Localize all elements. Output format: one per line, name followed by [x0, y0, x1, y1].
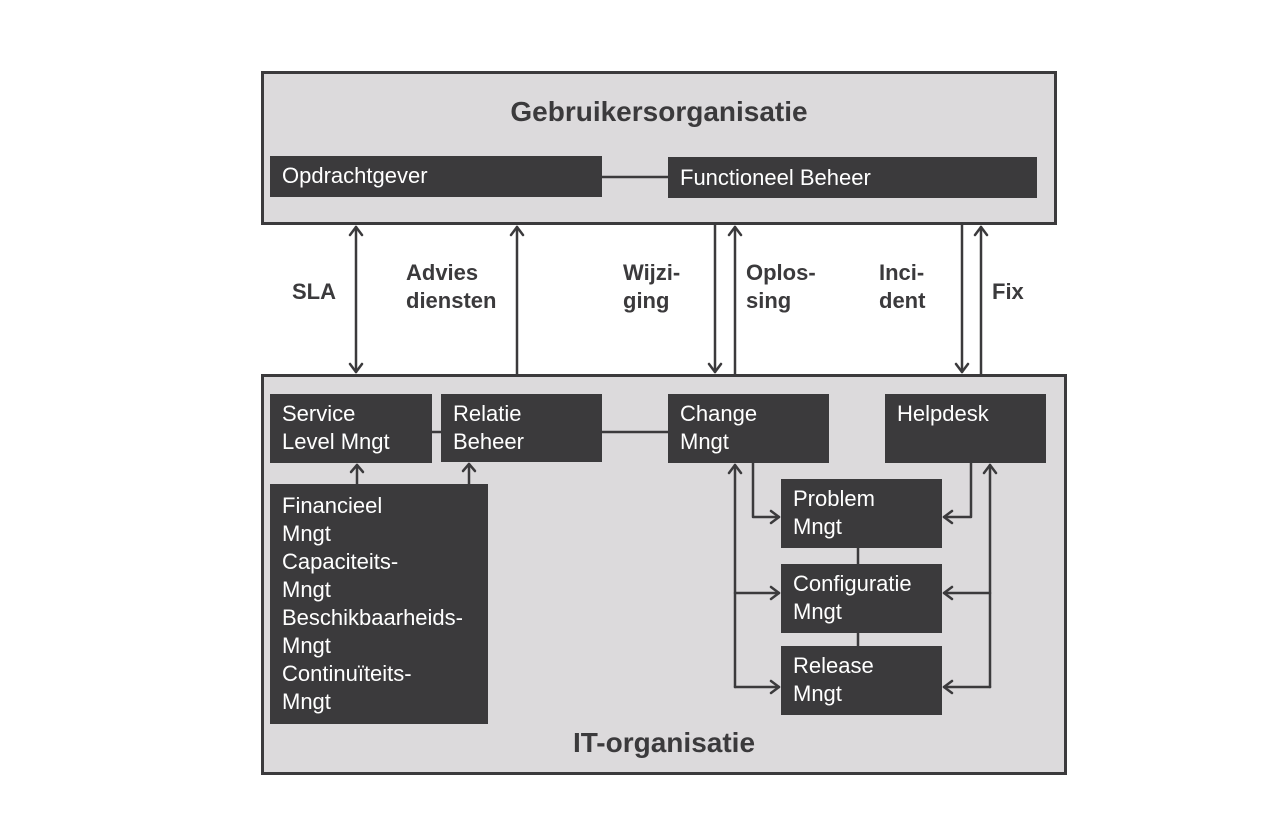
- incident-line-2: dent: [879, 288, 926, 313]
- flow-label-advies: Advies diensten: [406, 259, 496, 315]
- helpdesk-problem-arrowhead: [942, 509, 954, 525]
- problem-mngt-box: Problem Mngt: [781, 479, 942, 548]
- configuratie-mngt-line-1: Configuratie: [793, 571, 912, 596]
- flow-label-fix: Fix: [992, 278, 1024, 306]
- problem-mngt-line-1: Problem: [793, 486, 875, 511]
- change-release-arrowhead: [769, 679, 781, 695]
- support-line-6: Mngt: [282, 633, 331, 658]
- change-config-arrowhead: [769, 585, 781, 601]
- opdrachtgever-label: Opdrachtgever: [282, 163, 428, 188]
- support-line-2: Mngt: [282, 521, 331, 546]
- release-mngt-line-1: Release: [793, 653, 874, 678]
- support-processes-box: Financieel Mngt Capaciteits- Mngt Beschi…: [270, 484, 488, 724]
- change-problem-arrowhead: [769, 509, 781, 525]
- sla-arrowhead-top: [348, 225, 364, 237]
- wijziging-arrowhead: [707, 362, 723, 374]
- advies-line-2: diensten: [406, 288, 497, 313]
- service-level-line-2: Level Mngt: [282, 429, 390, 454]
- service-level-line-1: Service: [282, 401, 356, 426]
- flow-label-wijziging: Wijzi- ging: [623, 259, 680, 315]
- functioneel-beheer-box: Functioneel Beheer: [668, 157, 1037, 198]
- incident-line-1: Inci-: [879, 260, 925, 285]
- change-problem-arrow: [751, 461, 781, 519]
- support-relatie-arrowhead: [461, 462, 477, 473]
- relatie-beheer-line-2: Beheer: [453, 429, 524, 454]
- sla-text: SLA: [292, 279, 336, 304]
- change-mngt-line-2: Mngt: [680, 429, 729, 454]
- support-line-3: Capaciteits-: [282, 549, 399, 574]
- configuratie-mngt-line-2: Mngt: [793, 599, 842, 624]
- problem-mngt-line-2: Mngt: [793, 514, 842, 539]
- advies-arrowhead: [509, 225, 525, 237]
- support-service-arrowhead: [349, 463, 365, 474]
- flow-label-incident: Inci- dent: [879, 259, 925, 315]
- change-mngt-line-1: Change: [680, 401, 758, 426]
- support-line-1: Financieel: [282, 493, 383, 518]
- helpdesk-trunk-arrowhead: [982, 463, 998, 475]
- helpdesk-release-arrowhead: [942, 679, 954, 695]
- incident-arrowhead: [954, 362, 970, 374]
- helpdesk-problem-arrow: [942, 461, 973, 519]
- relatie-beheer-line-1: Relatie: [453, 401, 522, 426]
- oplossing-line-1: Oplos-: [746, 260, 816, 285]
- support-line-8: Mngt: [282, 689, 331, 714]
- oplossing-line-2: sing: [746, 288, 792, 313]
- flow-label-oplossing: Oplos- sing: [746, 259, 816, 315]
- oplossing-arrowhead: [727, 225, 743, 237]
- wijziging-line-1: Wijzi-: [623, 260, 681, 285]
- user-organisation-title: Gebruikersorganisatie: [510, 96, 808, 127]
- change-trunk-arrowhead: [727, 463, 743, 475]
- helpdesk-config-arrowhead: [942, 585, 954, 601]
- advies-line-1: Advies: [406, 260, 479, 285]
- helpdesk-label: Helpdesk: [897, 401, 989, 426]
- user-organisation-panel: Gebruikersorganisatie: [261, 71, 1057, 225]
- support-line-7: Continuïteits-: [282, 661, 412, 686]
- service-level-mngt-box: Service Level Mngt: [270, 394, 432, 463]
- fix-arrowhead: [973, 225, 989, 237]
- relatie-beheer-box: Relatie Beheer: [441, 394, 602, 462]
- wijziging-line-2: ging: [623, 288, 670, 313]
- release-mngt-box: Release Mngt: [781, 646, 942, 715]
- it-organisation-title: IT-organisatie: [572, 727, 756, 758]
- fix-text: Fix: [992, 279, 1024, 304]
- functioneel-beheer-label: Functioneel Beheer: [680, 165, 871, 190]
- support-line-4: Mngt: [282, 577, 331, 602]
- opdrachtgever-box: Opdrachtgever: [270, 156, 602, 197]
- sla-arrowhead-bottom: [348, 362, 364, 374]
- support-line-5: Beschikbaarheids-: [282, 605, 463, 630]
- flow-label-sla: SLA: [292, 278, 336, 306]
- release-mngt-line-2: Mngt: [793, 681, 842, 706]
- configuratie-mngt-box: Configuratie Mngt: [781, 564, 942, 633]
- change-mngt-box: Change Mngt: [668, 394, 829, 463]
- helpdesk-box: Helpdesk: [885, 394, 1046, 463]
